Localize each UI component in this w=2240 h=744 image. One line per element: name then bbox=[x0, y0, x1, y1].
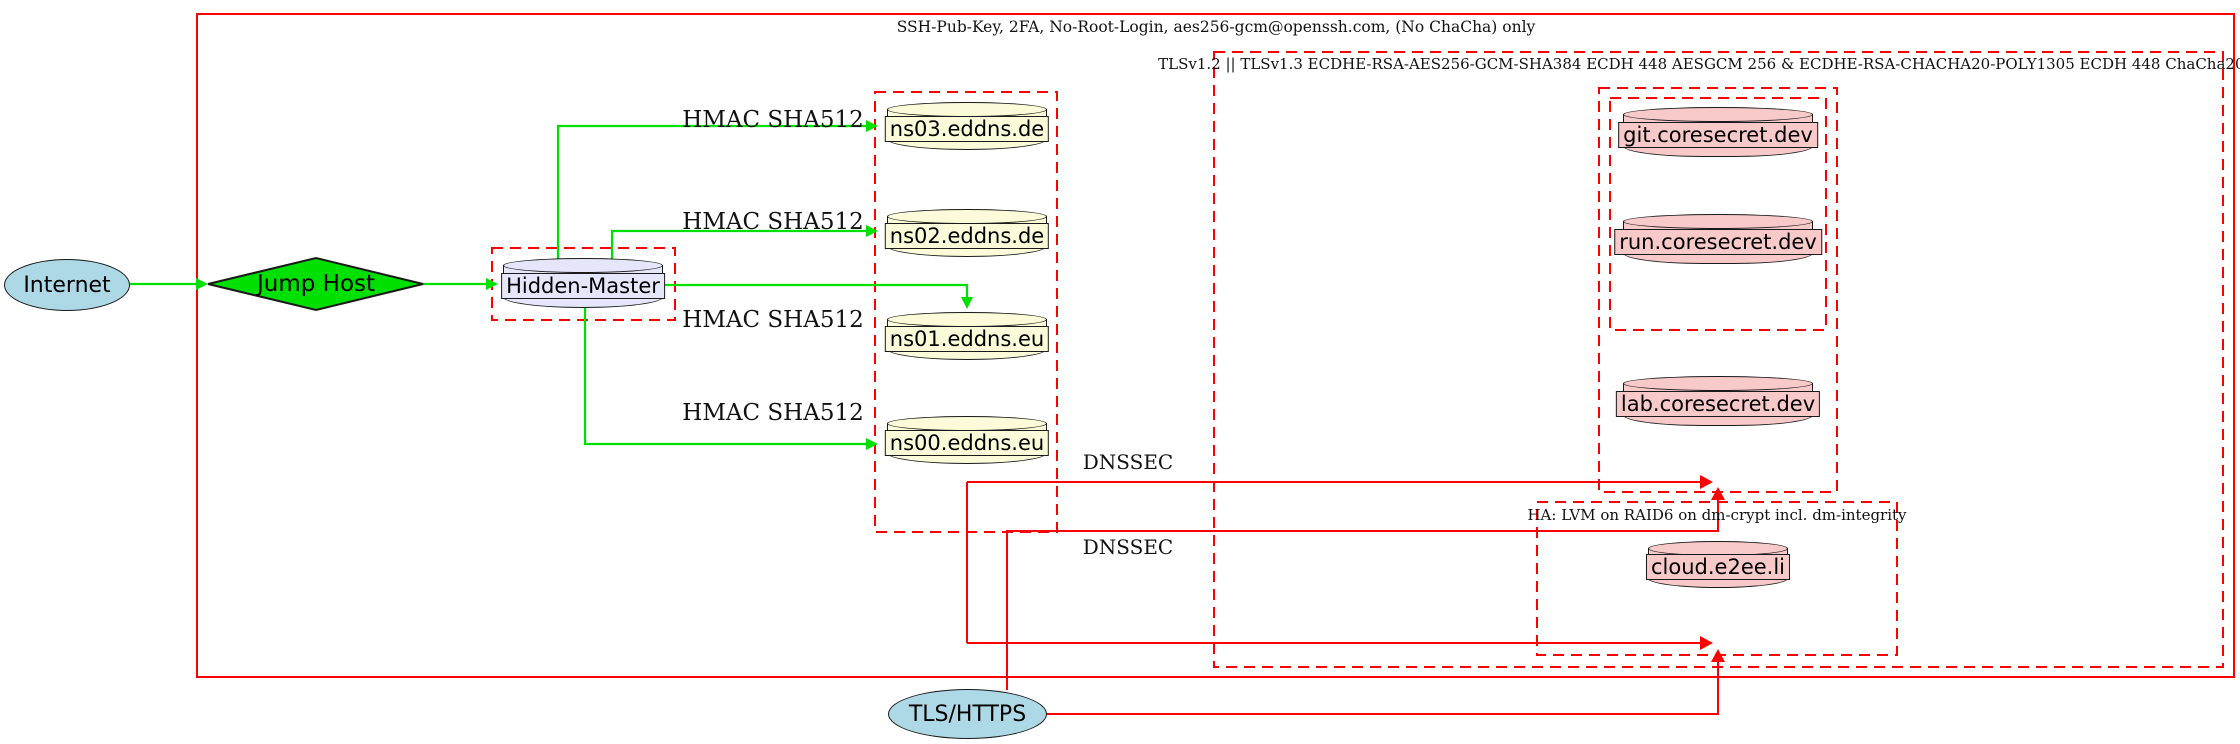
hmac-label-2: HMAC SHA512 bbox=[682, 209, 864, 235]
arrowhead-tls-lab bbox=[1711, 487, 1725, 500]
git-label: git.coresecret.dev bbox=[1618, 122, 1818, 148]
arrowhead-jumphost bbox=[196, 278, 208, 290]
arrowhead-ns01 bbox=[961, 297, 973, 309]
hmac-label-4: HMAC SHA512 bbox=[682, 400, 864, 426]
cylinder-top bbox=[887, 209, 1047, 224]
cloud-node: cloud.e2ee.li bbox=[1645, 541, 1791, 588]
hidden-master-node: Hidden-Master bbox=[501, 258, 665, 308]
ns02-label: ns02.eddns.de bbox=[884, 222, 1050, 249]
arrowhead-dnssec-ha bbox=[1700, 636, 1713, 650]
git-node: git.coresecret.dev bbox=[1618, 107, 1818, 157]
arrowhead-tls-ha bbox=[1711, 649, 1725, 662]
arrowhead-hiddenmaster bbox=[486, 278, 498, 290]
edge-hm-ns01 bbox=[664, 283, 969, 297]
ha-cluster-label: HA: LVM on RAID6 on dm-crypt incl. dm-in… bbox=[1527, 506, 1907, 524]
cylinder-top bbox=[1623, 376, 1813, 391]
dnssec-label-1: DNSSEC bbox=[1082, 450, 1174, 474]
ssh-cluster-box bbox=[196, 13, 2235, 678]
arrowhead-dnssec-lab bbox=[1700, 475, 1713, 489]
ns03-label: ns03.eddns.de bbox=[884, 115, 1050, 142]
ns00-label: ns00.eddns.eu bbox=[884, 429, 1050, 456]
cylinder-top bbox=[887, 416, 1047, 431]
cylinder-top bbox=[887, 312, 1047, 327]
ns01-node: ns01.eddns.eu bbox=[884, 312, 1050, 360]
ssh-cluster-label: SSH-Pub-Key, 2FA, No-Root-Login, aes256-… bbox=[896, 18, 1536, 36]
ns01-label: ns01.eddns.eu bbox=[884, 325, 1050, 352]
tls-https-label: TLS/HTTPS bbox=[908, 701, 1027, 727]
cylinder-top bbox=[503, 258, 663, 273]
ns00-node: ns00.eddns.eu bbox=[884, 416, 1050, 464]
hmac-label-3: HMAC SHA512 bbox=[682, 307, 864, 333]
hmac-label-1: HMAC SHA512 bbox=[682, 107, 864, 133]
cylinder-top bbox=[887, 102, 1047, 117]
dnssec-label-2: DNSSEC bbox=[1082, 535, 1174, 559]
lab-label: lab.coresecret.dev bbox=[1615, 391, 1821, 417]
cylinder-top bbox=[1623, 214, 1813, 229]
edge-hm-ns00 bbox=[583, 308, 866, 446]
cloud-label: cloud.e2ee.li bbox=[1645, 554, 1791, 581]
ns02-node: ns02.eddns.de bbox=[884, 209, 1050, 257]
run-label: run.coresecret.dev bbox=[1614, 229, 1822, 255]
hidden-master-label: Hidden-Master bbox=[501, 273, 665, 299]
ns03-node: ns03.eddns.de bbox=[884, 102, 1050, 150]
jump-host-node bbox=[207, 256, 424, 312]
edge-hm-ns02 bbox=[610, 229, 866, 260]
edge-tls-ha bbox=[1045, 662, 1719, 715]
gitrun-cluster-box bbox=[1609, 97, 1827, 331]
jump-host-label: Jump Host bbox=[256, 271, 376, 297]
cylinder-top bbox=[1623, 107, 1813, 122]
arrowhead-ns00 bbox=[866, 438, 878, 450]
tls-https-node: TLS/HTTPS bbox=[888, 689, 1047, 739]
edge-tls-lab bbox=[1006, 500, 1719, 690]
tls-cluster-label: TLSv1.2 || TLSv1.3 ECDHE-RSA-AES256-GCM-… bbox=[1158, 55, 2240, 73]
arrowhead-ns02 bbox=[866, 225, 878, 237]
run-node: run.coresecret.dev bbox=[1614, 214, 1822, 264]
arrowhead-ns03 bbox=[866, 120, 878, 132]
edge-hm-ns03 bbox=[556, 124, 866, 260]
internet-node: Internet bbox=[4, 259, 130, 311]
lab-node: lab.coresecret.dev bbox=[1615, 376, 1821, 426]
internet-label: Internet bbox=[23, 272, 111, 298]
